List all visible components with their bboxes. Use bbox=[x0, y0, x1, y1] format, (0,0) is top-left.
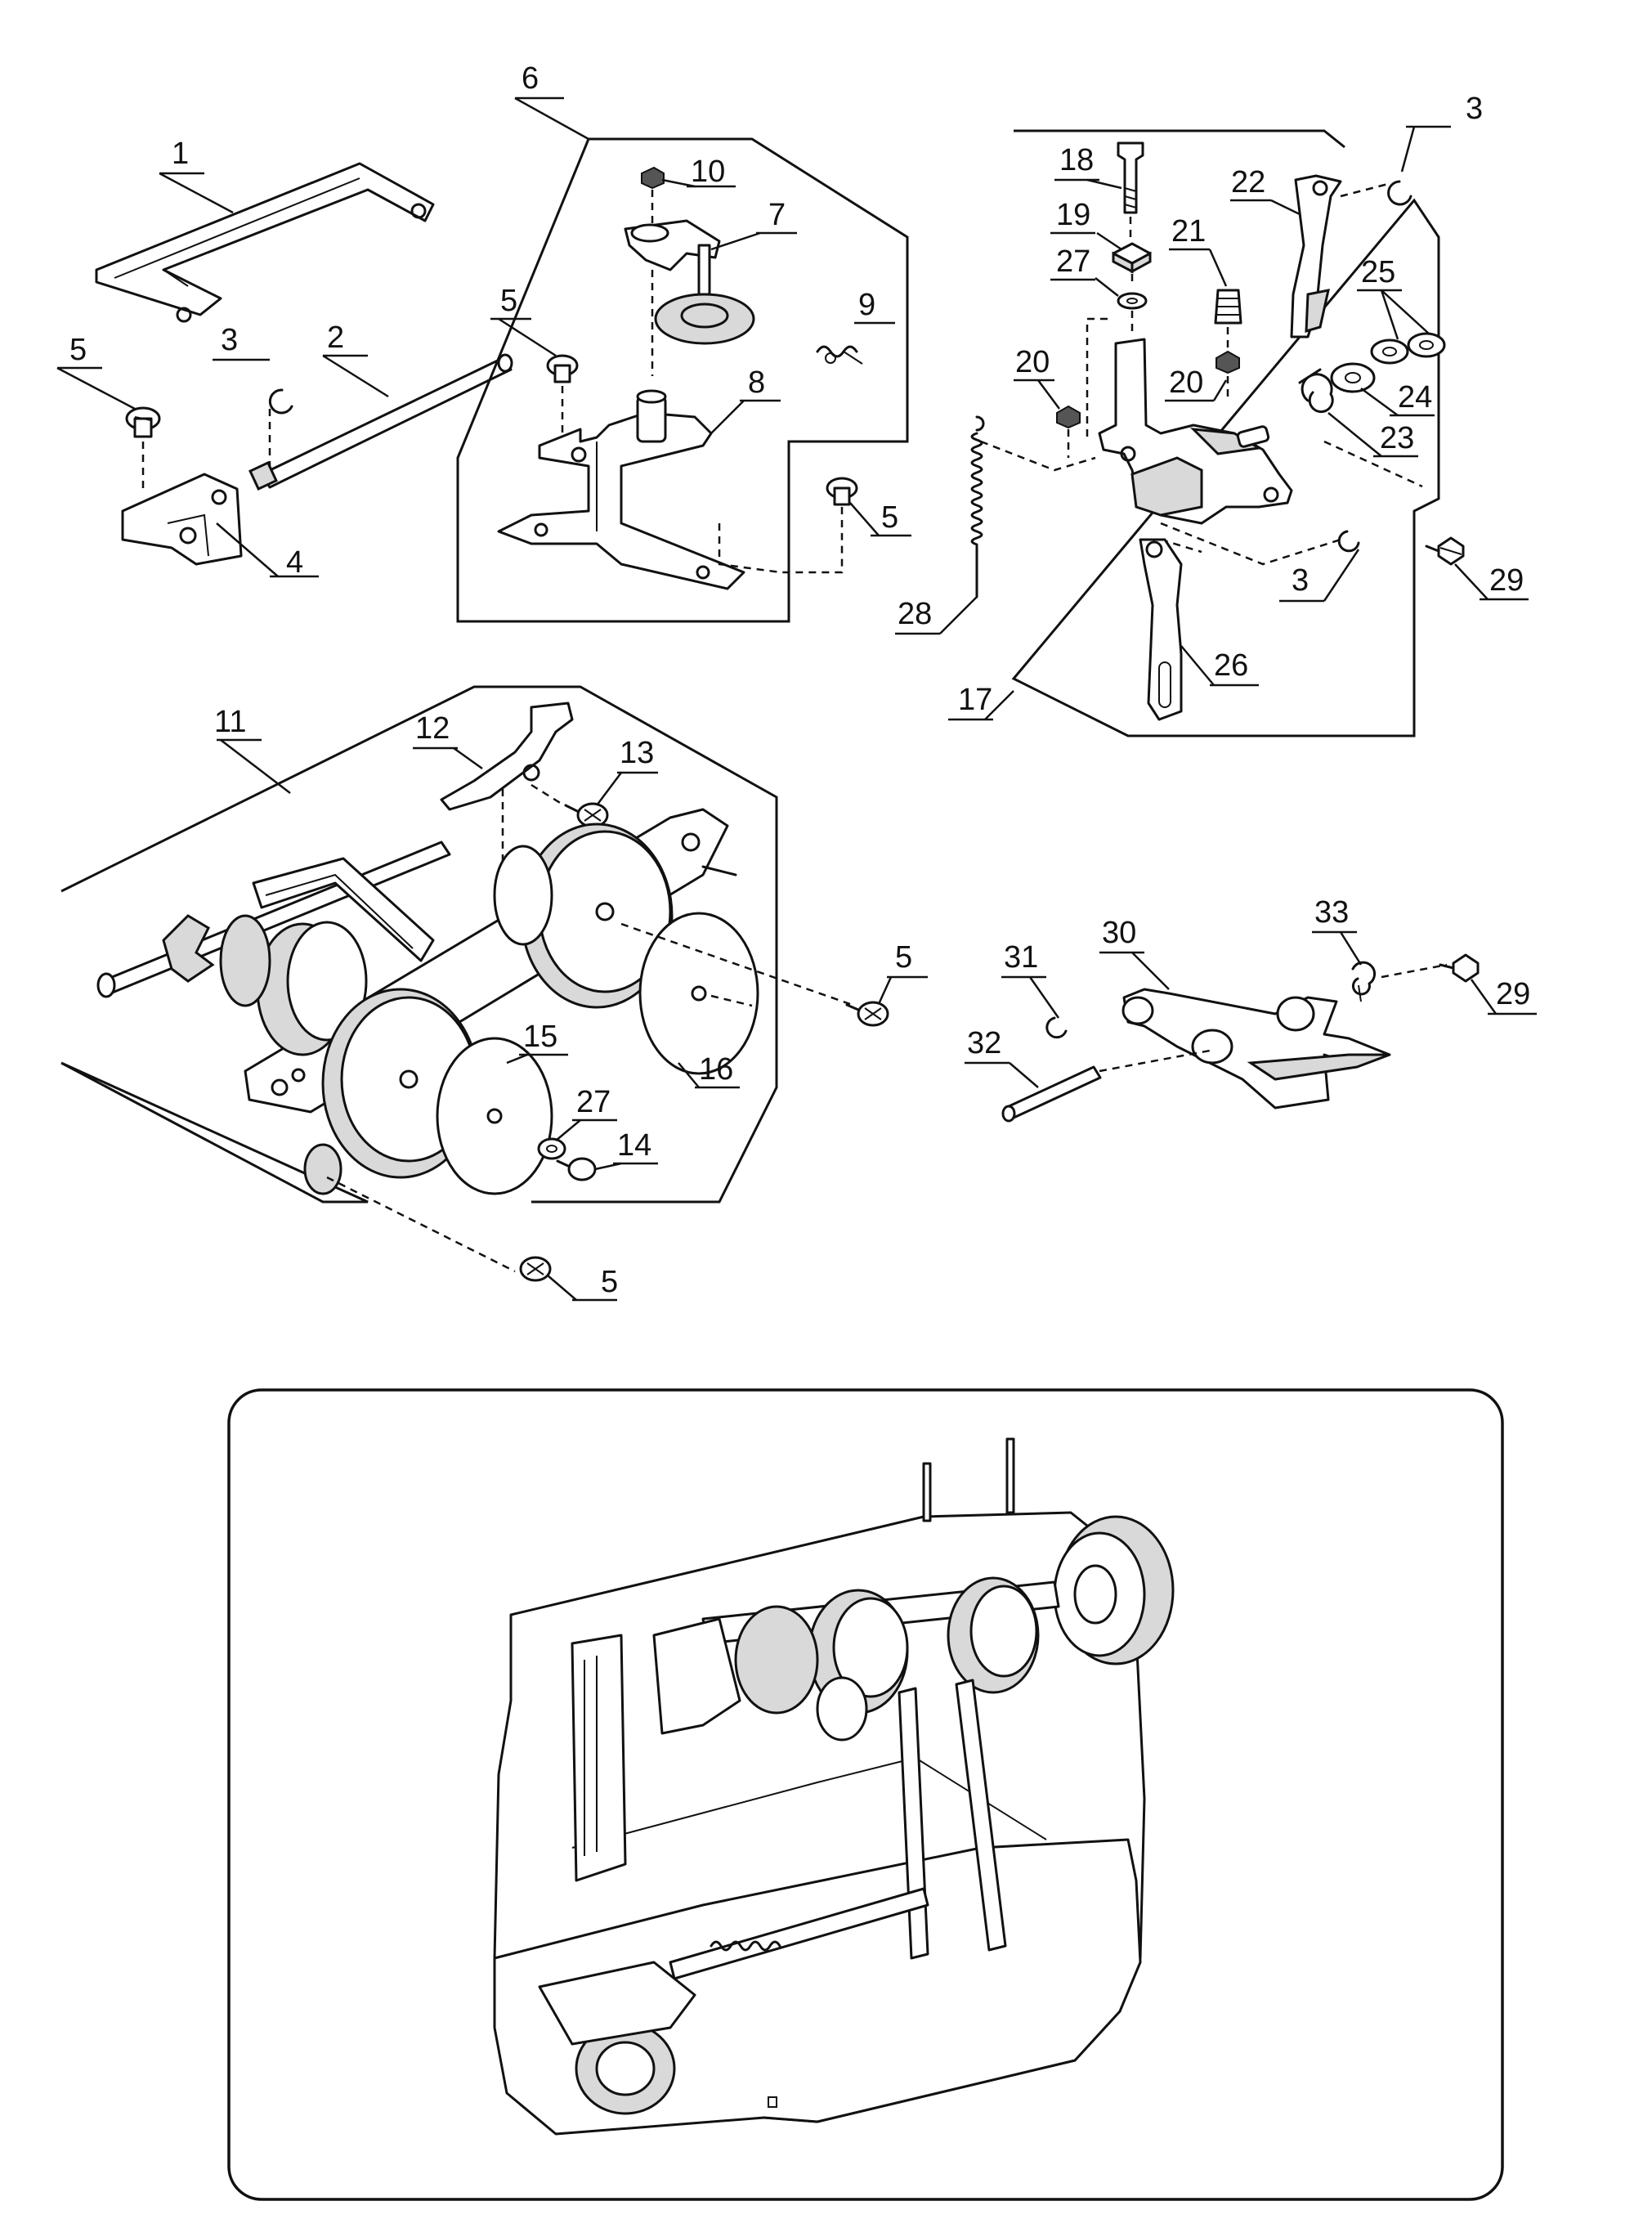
part-1-frame bbox=[95, 162, 435, 323]
callout-6: 6 bbox=[522, 61, 539, 96]
callout-20-right: 20 bbox=[1169, 365, 1203, 400]
callout-17: 17 bbox=[958, 683, 992, 717]
callout-8: 8 bbox=[748, 365, 765, 400]
part-10-nut bbox=[641, 166, 665, 225]
callout-20-left: 20 bbox=[1015, 345, 1050, 379]
callout-11: 11 bbox=[214, 705, 246, 739]
callout-10: 10 bbox=[691, 155, 725, 189]
part-22-lever bbox=[1290, 174, 1342, 338]
part-20-nut-left bbox=[1056, 405, 1081, 458]
overview-inset bbox=[227, 1388, 1504, 2201]
callout-28: 28 bbox=[898, 597, 932, 631]
callout-16: 16 bbox=[699, 1052, 733, 1087]
callout-15: 15 bbox=[523, 1020, 557, 1054]
part-16-cam-disc bbox=[638, 912, 759, 1075]
callout-5-bottom: 5 bbox=[601, 1265, 618, 1299]
callout-5-group6: 5 bbox=[500, 284, 517, 318]
part-5-screw-right bbox=[826, 477, 858, 540]
part-3-e-ring-lower bbox=[1337, 530, 1360, 553]
callout-33: 33 bbox=[1314, 895, 1349, 930]
callout-23: 23 bbox=[1380, 421, 1414, 455]
part-3-e-ring-left bbox=[268, 388, 293, 466]
part-15-cam-disc bbox=[436, 1037, 553, 1195]
part-5-screw-gear-right bbox=[845, 1001, 889, 1027]
part-19-square-nut bbox=[1112, 242, 1152, 285]
part-30-lever-arm bbox=[1121, 988, 1391, 1110]
callout-25: 25 bbox=[1361, 255, 1395, 289]
part-14-screw bbox=[556, 1157, 597, 1181]
callout-3-left: 3 bbox=[221, 323, 238, 357]
part-5-screw-left bbox=[125, 406, 161, 491]
part-21-adjust-screw bbox=[1214, 289, 1242, 347]
callout-5-right: 5 bbox=[881, 500, 898, 535]
part-8-hook-bracket bbox=[497, 389, 745, 590]
callout-19: 19 bbox=[1056, 198, 1090, 232]
part-31-e-ring bbox=[1045, 1016, 1068, 1039]
callout-5-gear-right: 5 bbox=[895, 940, 912, 975]
part-3-e-ring-top bbox=[1340, 180, 1412, 206]
part-25-washers bbox=[1370, 332, 1446, 365]
part-13-screw bbox=[564, 802, 609, 828]
part-2-shaft bbox=[248, 353, 513, 491]
callout-27-lower: 27 bbox=[576, 1085, 611, 1119]
gear-train bbox=[96, 808, 737, 1195]
callout-26: 26 bbox=[1214, 648, 1248, 683]
callout-32: 32 bbox=[967, 1026, 1001, 1060]
part-17-feed-bracket bbox=[1098, 338, 1293, 525]
part-27-washer-lower bbox=[537, 1137, 566, 1160]
callout-13: 13 bbox=[620, 736, 654, 770]
part-24-washer bbox=[1330, 362, 1376, 393]
callout-27-upper: 27 bbox=[1056, 244, 1090, 279]
callout-29-upper: 29 bbox=[1489, 563, 1524, 598]
part-5-screw-bottom bbox=[519, 1256, 552, 1282]
part-12-cam-follower bbox=[440, 702, 574, 811]
part-4-bracket bbox=[121, 473, 243, 566]
part-27-washer-upper bbox=[1117, 292, 1148, 334]
part-29-screw-upper bbox=[1425, 536, 1465, 566]
callout-18: 18 bbox=[1059, 143, 1094, 177]
callout-3-lower: 3 bbox=[1292, 563, 1309, 598]
callout-2: 2 bbox=[327, 321, 344, 355]
callout-4: 4 bbox=[286, 545, 303, 580]
callout-3-top: 3 bbox=[1466, 92, 1483, 126]
callout-9: 9 bbox=[858, 288, 875, 322]
callout-12: 12 bbox=[415, 711, 450, 746]
group-11-frame bbox=[60, 685, 778, 1204]
callout-7: 7 bbox=[768, 198, 786, 232]
callout-22: 22 bbox=[1231, 165, 1265, 199]
callout-1: 1 bbox=[172, 137, 189, 171]
part-32-pin bbox=[1001, 1065, 1102, 1123]
part-9-spring bbox=[816, 345, 863, 365]
part-23-torsion-spring bbox=[1298, 368, 1334, 414]
part-18-bolt bbox=[1117, 141, 1144, 237]
part-20-nut-right bbox=[1215, 350, 1240, 401]
part-5-screw-group6 bbox=[546, 354, 579, 442]
group-6-frame bbox=[456, 137, 909, 623]
part-28-spring bbox=[970, 415, 985, 598]
callout-29-lower: 29 bbox=[1496, 977, 1530, 1011]
callout-24: 24 bbox=[1398, 380, 1432, 415]
callout-14: 14 bbox=[617, 1128, 651, 1163]
part-29-screw-lower bbox=[1439, 953, 1480, 983]
part-26-feed-link bbox=[1139, 538, 1183, 721]
part-7-hook-arm bbox=[624, 219, 755, 376]
callout-31: 31 bbox=[1004, 940, 1038, 975]
callout-5-left: 5 bbox=[69, 333, 87, 367]
callout-30: 30 bbox=[1102, 916, 1136, 950]
callout-21: 21 bbox=[1171, 214, 1206, 249]
part-33-spring bbox=[1351, 961, 1377, 1002]
group-17-frame bbox=[1011, 129, 1440, 737]
